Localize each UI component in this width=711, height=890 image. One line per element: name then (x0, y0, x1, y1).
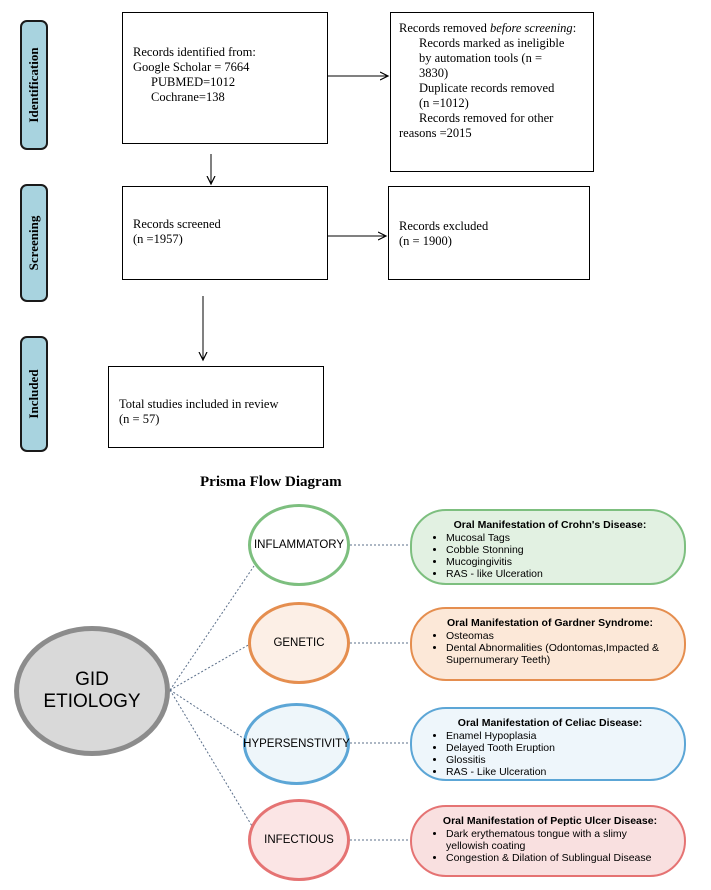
removed-title-prefix: Records removed (399, 21, 490, 35)
manifestation-item: Mucosal Tags (446, 532, 670, 544)
records-removed-box: Records removed before screening: Record… (390, 12, 594, 172)
manifestation-gardner-pill: Oral Manifestation of Gardner Syndrome: … (410, 607, 686, 681)
manifestation-item: RAS - Like Ulceration (446, 766, 670, 778)
identified-line: PUBMED=1012 (151, 75, 236, 89)
removed-line: (n =1012) (419, 96, 469, 110)
removed-line: Records marked as ineligible (419, 36, 565, 50)
category-inflammatory-label: INFLAMMATORY (253, 539, 345, 551)
hub-line: GID (75, 669, 109, 690)
category-genetic-circle: GENETIC (248, 602, 350, 684)
removed-title: Records removed before screening: (399, 21, 589, 36)
manifestation-heading: Oral Manifestation of Gardner Syndrome: (447, 617, 653, 629)
removed-line: reasons =2015 (399, 126, 472, 140)
category-infectious-label: INFECTIOUS (264, 834, 334, 846)
category-infectious-circle: INFECTIOUS (248, 799, 350, 881)
manifestation-item: Delayed Tooth Eruption (446, 742, 670, 754)
excluded-line: Records excluded (399, 219, 489, 233)
manifestation-crohns-pill: Oral Manifestation of Crohn's Disease: M… (410, 509, 686, 585)
studies-included-box: Total studies included in review (n = 57… (108, 366, 324, 448)
category-hypersenstivity-label: HYPERSENSTIVITY (243, 738, 350, 750)
manifestation-list: Enamel Hypoplasia Delayed Tooth Eruption… (430, 730, 670, 778)
screened-line: Records screened (133, 217, 221, 231)
connector-hub-genetic (169, 643, 251, 691)
records-identified-box: Records identified from: Google Scholar … (122, 12, 328, 144)
records-screened-box: Records screened (n =1957) (122, 186, 328, 280)
manifestation-celiac-pill: Oral Manifestation of Celiac Disease: En… (410, 707, 686, 781)
identified-line: Google Scholar = 7664 (133, 60, 250, 74)
stage-identification: Identification (20, 20, 48, 150)
category-inflammatory-circle: INFLAMMATORY (248, 504, 350, 586)
manifestation-item: RAS - like Ulceration (446, 568, 670, 580)
manifestation-list: Mucosal Tags Cobble Stonning Mucogingivi… (430, 532, 670, 580)
manifestation-heading: Oral Manifestation of Peptic Ulcer Disea… (442, 815, 658, 827)
manifestation-heading: Oral Manifestation of Crohn's Disease: (453, 519, 647, 531)
removed-line: 3830) (419, 66, 449, 80)
removed-line: by automation tools (n = (419, 51, 543, 65)
hub-line: ETIOLOGY (43, 691, 141, 712)
identified-line: Cochrane=138 (151, 90, 225, 104)
screened-line: (n =1957) (133, 232, 183, 246)
manifestation-item: Cobble Stonning (446, 544, 670, 556)
diagram-title: Prisma Flow Diagram (200, 474, 342, 490)
removed-title-suffix: : (572, 21, 577, 35)
manifestation-item: Osteomas (446, 630, 670, 642)
stage-included: Included (20, 336, 48, 452)
manifestation-item: Congestion & Dilation of Sublingual Dise… (446, 852, 670, 864)
identified-line: Records identified from: (133, 45, 256, 59)
stage-screening: Screening (20, 184, 48, 302)
manifestation-item: Dental Abnormalities (Odontomas,Impacted… (446, 642, 670, 666)
manifestation-list: Dark erythematous tongue with a slimy ye… (430, 828, 670, 864)
included-line: Total studies included in review (119, 397, 279, 411)
category-genetic-label: GENETIC (273, 637, 325, 649)
connector-hub-hypersenstivity (169, 689, 247, 741)
excluded-line: (n = 1900) (399, 234, 452, 248)
removed-line: Records removed for other (419, 111, 554, 125)
manifestation-item: Enamel Hypoplasia (446, 730, 670, 742)
included-line: (n = 57) (119, 412, 160, 426)
connector-hub-inflammatory (169, 565, 255, 691)
removed-line: Duplicate records removed (419, 81, 555, 95)
manifestation-item: Mucogingivitis (446, 556, 670, 568)
manifestation-item: Glossitis (446, 754, 670, 766)
records-excluded-box: Records excluded (n = 1900) (388, 186, 590, 280)
category-hypersenstivity-circle: HYPERSENSTIVITY (243, 703, 350, 785)
manifestation-list: Osteomas Dental Abnormalities (Odontomas… (430, 630, 670, 666)
manifestation-heading: Oral Manifestation of Celiac Disease: (457, 717, 643, 729)
connector-hub-infectious (169, 689, 253, 827)
manifestation-peptic-ulcer-pill: Oral Manifestation of Peptic Ulcer Disea… (410, 805, 686, 877)
gid-etiology-hub: GID ETIOLOGY (14, 626, 170, 756)
manifestation-item: Dark erythematous tongue with a slimy ye… (446, 828, 670, 852)
removed-title-italic: before screening (489, 21, 573, 35)
